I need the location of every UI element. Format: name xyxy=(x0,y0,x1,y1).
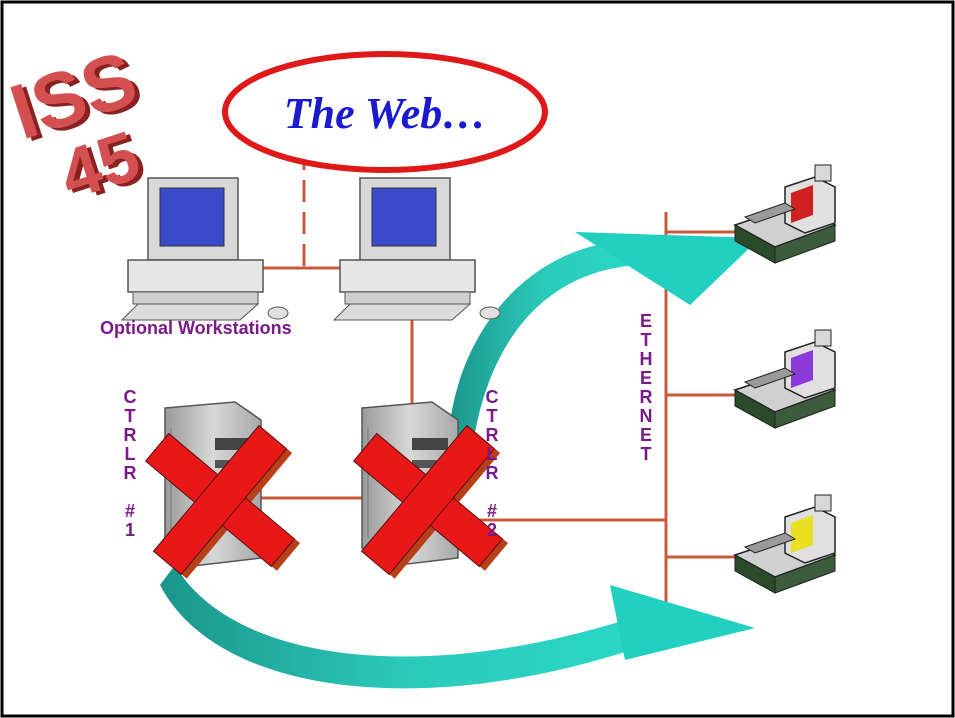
failure-x-icon xyxy=(144,424,301,579)
desktop-workstation-icon xyxy=(332,177,501,321)
workstations-label: Optional Workstations xyxy=(100,318,292,338)
controller-1-label: C T R L R # 1 xyxy=(123,387,137,540)
failure-x-icon xyxy=(352,424,509,579)
curved-arrow-icon xyxy=(160,565,755,689)
web-bubble xyxy=(222,51,548,173)
web-bubble-label: The Web… xyxy=(283,89,487,138)
pos-terminal-icon xyxy=(733,494,837,594)
pos-terminal-icon xyxy=(733,164,837,264)
desktop-workstation-icon xyxy=(120,177,289,321)
ethernet-label: E T H E R N E T xyxy=(639,311,653,464)
network-cables xyxy=(250,148,740,650)
pos-terminal-icon xyxy=(733,329,837,429)
controller-2-label: C T R L R # 2 xyxy=(485,387,499,540)
